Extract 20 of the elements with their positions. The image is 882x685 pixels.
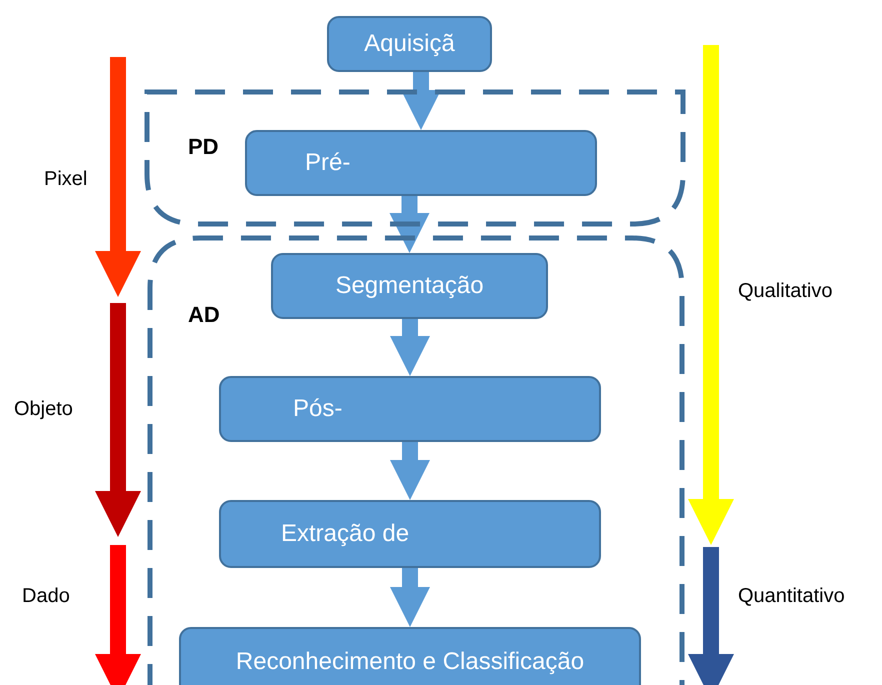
process-box: Pré- [245,130,597,196]
dashed-region [148,236,684,685]
dashed-region [145,90,685,226]
side-label: Dado [22,585,70,608]
side-label: Objeto [14,398,73,421]
arrow [390,568,430,627]
process-box: Reconhecimento e Classificação [179,627,641,685]
process-box: Aquisiçã [327,16,492,72]
side-label: Pixel [44,168,88,191]
region-label: AD [188,302,220,328]
arrow [390,196,430,253]
process-box: Segmentação [271,253,548,319]
arrow [390,319,430,376]
side-label: Quantitativo [738,585,845,608]
process-box: Pós- [219,376,601,442]
side-label: Qualitativo [738,280,832,303]
process-box: Extração de [219,500,601,568]
arrow [401,72,441,130]
region-label: PD [188,134,219,160]
arrow [390,442,430,500]
